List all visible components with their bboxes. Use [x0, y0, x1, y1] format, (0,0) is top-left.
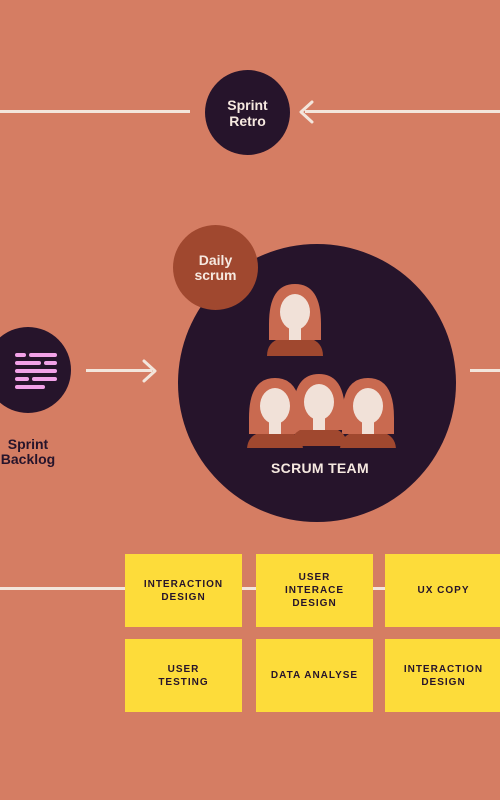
team-right-line	[470, 369, 500, 372]
task-card-ux-copy: UX COPY	[385, 554, 500, 627]
scrum-team-label: SCRUM TEAM	[271, 460, 369, 476]
tasks-middle-line-2	[372, 587, 385, 590]
sprint-backlog-label: Sprint Backlog	[0, 436, 56, 467]
team-avatars	[247, 284, 396, 448]
retro-left-line	[0, 110, 190, 113]
sprint-retro-label: Sprint Retro	[227, 96, 268, 129]
list-icon	[15, 353, 57, 389]
tasks-left-line	[0, 587, 125, 590]
daily-scrum-node: Daily scrum	[173, 225, 258, 310]
person-icon-right	[340, 378, 396, 448]
task-card-data-analyse: DATA ANALYSE	[256, 639, 373, 712]
person-icon-top	[267, 284, 323, 356]
task-card-interaction-design: INTERACTION DESIGN	[125, 554, 242, 627]
sprint-backlog-node	[0, 327, 71, 413]
task-card-interaction-design-2: INTERACTION DESIGN	[385, 639, 500, 712]
person-icon-center	[291, 374, 347, 446]
tasks-middle-line-1	[241, 587, 256, 590]
task-card-user-interface-design: USER INTERACE DESIGN	[256, 554, 373, 627]
backlog-connector-line	[86, 369, 152, 372]
task-card-user-testing: USER TESTING	[125, 639, 242, 712]
retro-right-line	[305, 110, 500, 113]
arrow-left-icon	[299, 100, 314, 124]
sprint-retro-node: Sprint Retro	[205, 70, 290, 155]
arrow-right-icon	[142, 359, 157, 383]
